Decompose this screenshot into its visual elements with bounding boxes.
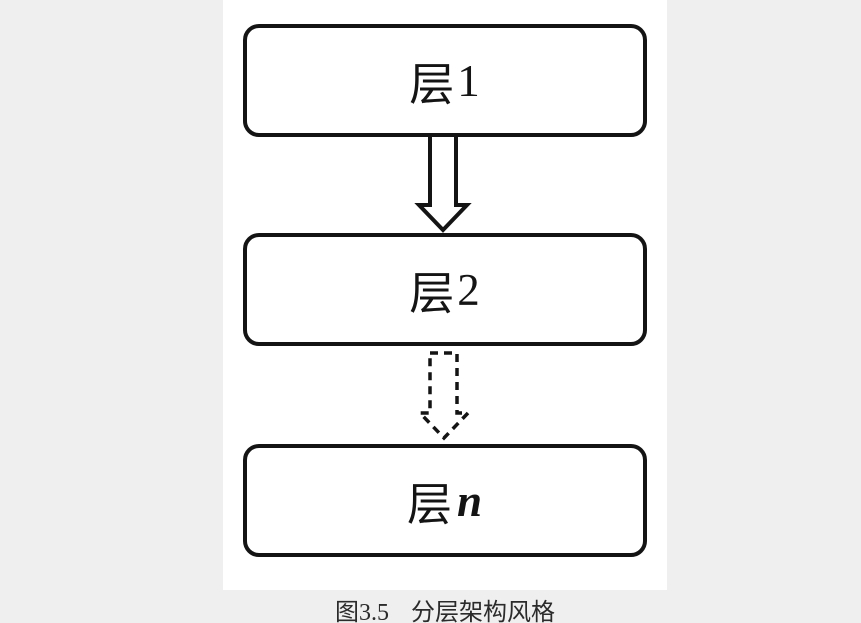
solid-down-arrow-icon xyxy=(414,133,472,233)
layer-2-index: 2 xyxy=(457,264,481,315)
figure-caption-title: 分层架构风格 xyxy=(411,600,555,623)
layer-1-label: 层 xyxy=(409,60,456,110)
layer-1-index: 1 xyxy=(457,55,481,106)
layer-n-index: n xyxy=(456,475,484,526)
dashed-down-arrow-icon xyxy=(415,351,473,441)
figure-caption-number: 图3.5 xyxy=(335,600,389,623)
layer-n-label: 层 xyxy=(406,480,453,530)
layer-2-label: 层 xyxy=(409,269,456,319)
figure-caption: 图3.5 分层架构风格 xyxy=(223,592,667,623)
